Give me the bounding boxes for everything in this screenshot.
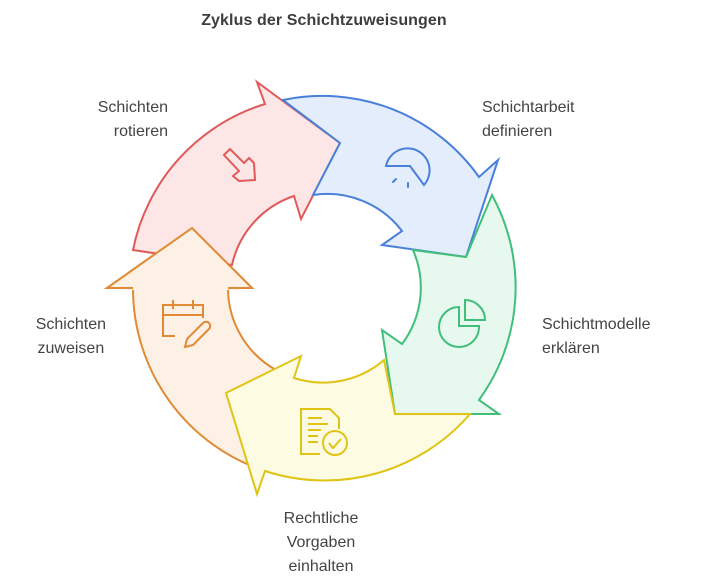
arrow-models [380,192,517,415]
calendar-edit-icon [162,300,212,349]
label-line: erklären [542,340,600,357]
label-line: zuweisen [37,340,105,357]
label-line: Schichten [97,99,168,116]
label-line: Schichtmodelle [542,316,651,333]
label-legal-requirements: Rechtliche Vorgaben einhalten [254,507,388,579]
label-line: definieren [482,123,553,140]
label-define-shiftwork: Schichtarbeit definieren [482,96,575,144]
sunrise-half-sun-icon [384,147,431,188]
label-line: einhalten [288,558,354,575]
label-line: Schichtarbeit [482,99,575,116]
label-rotate-shifts: Schichten rotieren [98,96,168,144]
label-line: Vorgaben [286,534,356,551]
segment-define [280,95,501,259]
arrow-define [280,95,501,259]
segment-models [380,192,517,415]
label-line: Schichten [35,316,106,333]
document-check-icon [300,408,348,456]
label-assign-shifts: Schichten zuweisen [36,313,106,361]
segment-legal [224,354,473,498]
label-line: rotieren [113,123,168,140]
arrow-down-right-icon [222,147,257,183]
label-explain-models: Schichtmodelle erklären [542,313,651,361]
label-line: Rechtliche [283,510,359,527]
segment-assign-tip [103,226,255,290]
pie-chart-icon [438,298,487,348]
diagram-title: Zyklus der Schichtzuweisungen [201,12,447,29]
arrow-legal [224,354,473,498]
